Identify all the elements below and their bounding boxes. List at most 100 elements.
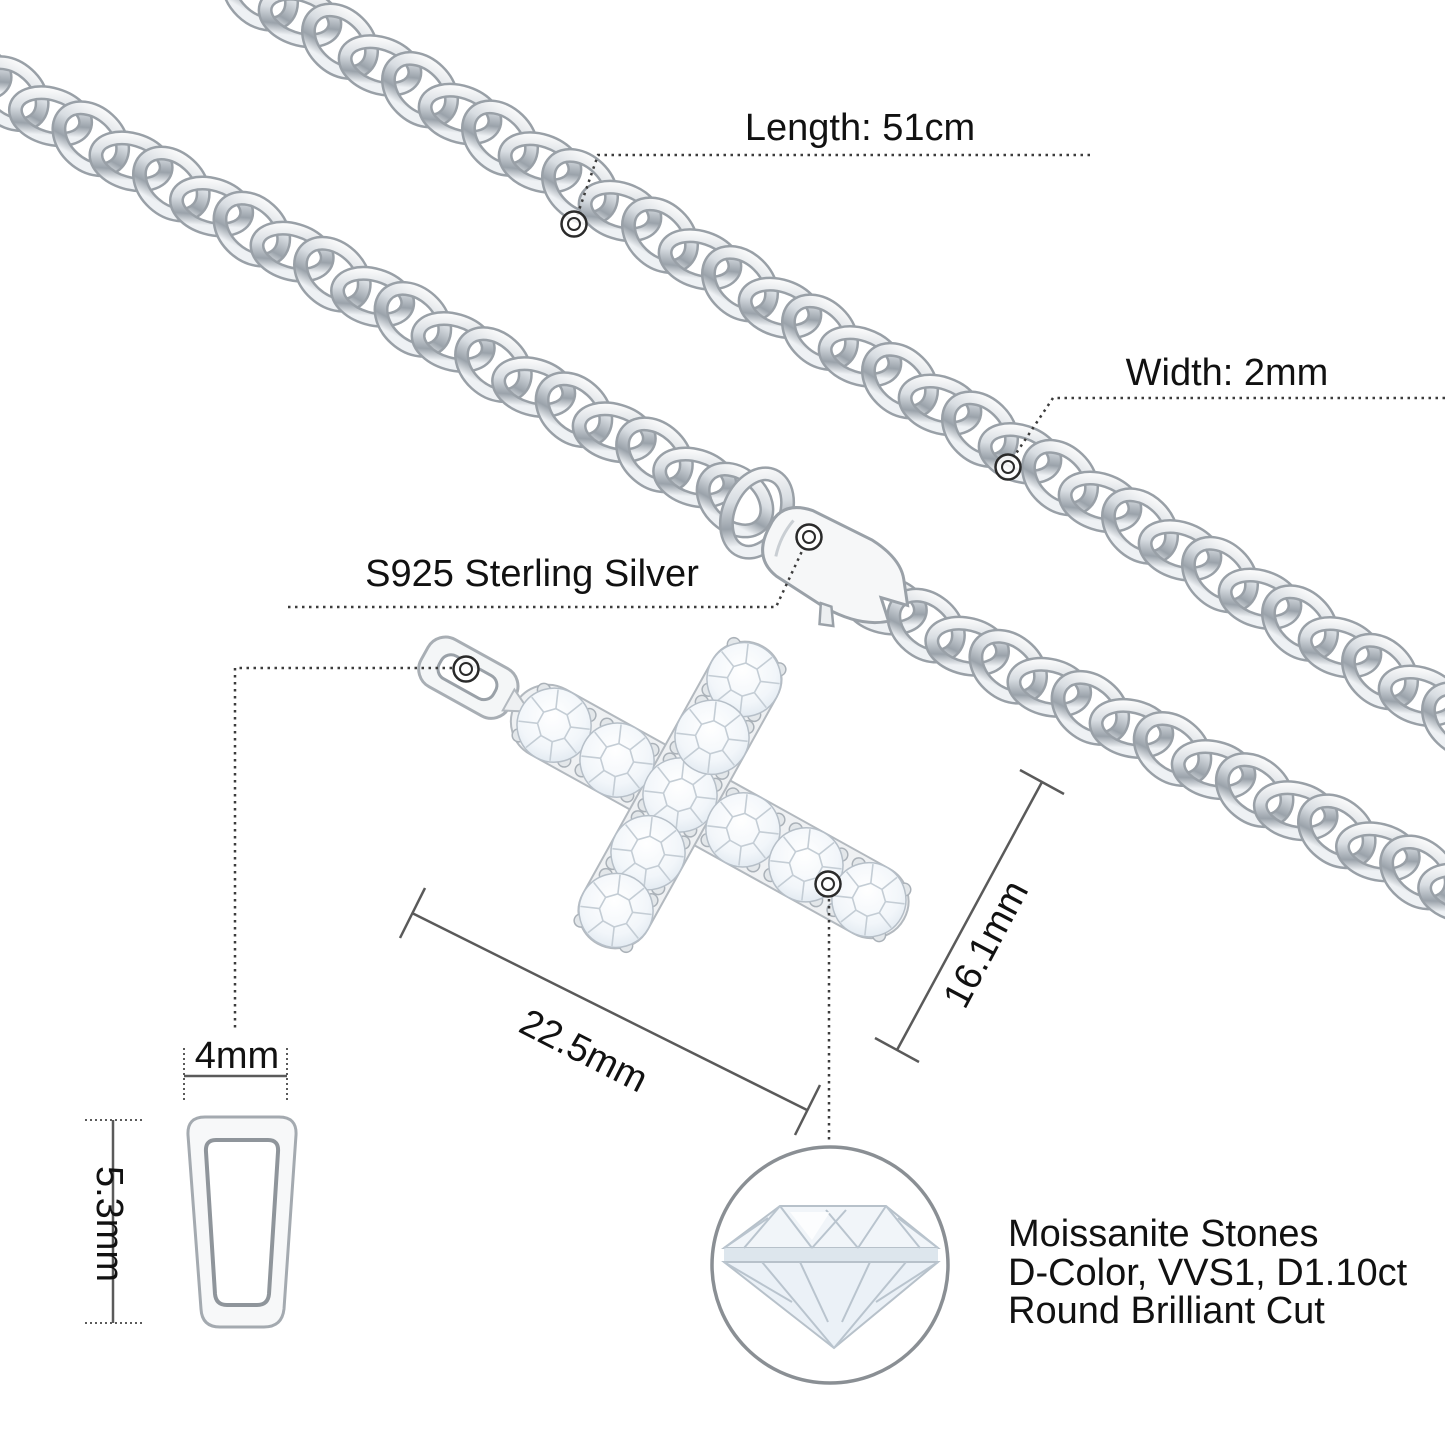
width-leader-line xyxy=(1011,396,1445,459)
chain-link xyxy=(1057,470,1143,534)
detail-marker-stone-marker xyxy=(814,870,842,898)
chain-link xyxy=(0,55,50,133)
chain-link xyxy=(1214,752,1295,829)
chain-link xyxy=(534,371,614,449)
chain-link xyxy=(417,82,503,146)
pendant-stones xyxy=(511,636,912,954)
material-label: S925 Sterling Silver xyxy=(365,553,699,595)
chain-link xyxy=(454,326,533,403)
clasp-trigger xyxy=(818,601,835,628)
chain-link xyxy=(657,228,743,291)
clasp-hinge-line xyxy=(774,519,795,557)
material-leader-line xyxy=(288,548,805,609)
chain-link xyxy=(1334,821,1421,883)
chain-link xyxy=(924,615,1011,677)
dimension-lines xyxy=(85,768,1065,1324)
chain-lower-strand-left xyxy=(0,40,775,539)
chain-link xyxy=(88,130,174,193)
chain-link xyxy=(1020,438,1100,517)
chain-link xyxy=(652,446,738,509)
pendant-height-dim-line xyxy=(895,781,1044,1051)
chain-link xyxy=(51,100,131,178)
bail-width-label: 4mm xyxy=(195,1035,279,1077)
chain-link xyxy=(168,175,255,238)
chain-link xyxy=(179,0,261,1)
chain-link xyxy=(615,416,694,494)
chain-link xyxy=(7,85,94,148)
chain-link xyxy=(1379,834,1445,911)
pendant-stone xyxy=(669,694,755,780)
bail-diagram-hole xyxy=(203,1138,281,1307)
detail-markers xyxy=(452,210,1022,898)
chain-link xyxy=(1050,669,1131,746)
detail-marker-length-marker xyxy=(560,210,588,238)
diamond-facet-lines xyxy=(723,1205,939,1349)
chain-link xyxy=(293,235,372,313)
chain-link xyxy=(491,356,577,419)
chain-link xyxy=(571,401,657,464)
chain-link xyxy=(0,40,13,102)
chain-link xyxy=(1377,664,1445,727)
pendant-height-tick-end xyxy=(874,1036,920,1064)
pendant-height-tick-start xyxy=(1019,768,1065,796)
chain-link xyxy=(257,0,343,49)
pendant-width-label: 22.5mm xyxy=(513,1001,654,1101)
stone-info-line1: Moissanite Stones xyxy=(1008,1213,1319,1255)
diamond-side-view xyxy=(721,1205,941,1350)
chain-link xyxy=(249,220,335,283)
stone-info-text: Moissanite Stones D-Color, VVS1, D1.10ct… xyxy=(1008,1213,1408,1332)
chain-length-label: Length: 51cm xyxy=(745,107,975,149)
chain-link xyxy=(330,265,416,328)
length-leader-line xyxy=(575,153,1090,217)
bail-height-label: 5.3mm xyxy=(88,1166,130,1282)
chain-link xyxy=(1170,739,1257,801)
chain-width-label: Width: 2mm xyxy=(1126,352,1329,394)
chain-link xyxy=(1217,567,1303,631)
chain-link xyxy=(1252,780,1339,842)
pendant-stone xyxy=(574,717,660,803)
pendant-stone xyxy=(511,682,597,768)
chain-link xyxy=(410,311,496,373)
stone-info-line3: Round Brilliant Cut xyxy=(1008,1290,1325,1332)
chain-link xyxy=(1297,616,1383,679)
chain-link xyxy=(1260,584,1340,662)
chain-link xyxy=(1100,487,1180,565)
chain-link xyxy=(337,34,423,97)
chain-link xyxy=(1006,656,1093,718)
stone-info-line2: D-Color, VVS1, D1.10ct xyxy=(1008,1252,1408,1294)
chain-link xyxy=(131,145,211,223)
chain-link xyxy=(1417,862,1445,924)
chain-link xyxy=(897,373,983,437)
chain-link xyxy=(1132,711,1213,787)
chain-link xyxy=(577,179,663,243)
chain-link xyxy=(1340,632,1420,711)
chain-link xyxy=(968,628,1049,705)
chain-link xyxy=(737,276,823,340)
pendant-stone xyxy=(605,810,691,896)
chain-link xyxy=(1296,793,1377,870)
bail-diagram xyxy=(186,1115,298,1329)
detail-marker-bail-marker xyxy=(452,655,480,683)
bail-leader-line xyxy=(233,666,452,1032)
chain-link xyxy=(373,280,453,358)
pendant-height-label: 16.1mm xyxy=(936,874,1038,1015)
chain-link xyxy=(1137,519,1223,582)
chain-link xyxy=(1180,535,1260,614)
stone-detail-callout xyxy=(710,1145,950,1385)
chain-link xyxy=(1088,697,1175,759)
leader-lines xyxy=(233,153,1445,1143)
pendant-width-tick-end xyxy=(793,1084,822,1136)
pendant-stone xyxy=(701,636,787,723)
chain-link xyxy=(1420,681,1445,759)
detail-marker-material-marker xyxy=(795,523,823,551)
pendant-stone xyxy=(573,867,659,954)
chain-link xyxy=(817,325,903,388)
detail-marker-width-marker xyxy=(994,453,1022,481)
chain-link xyxy=(212,190,292,268)
cross-pendant xyxy=(417,635,912,954)
chain-link xyxy=(497,131,583,194)
pendant-width-dim-line xyxy=(411,911,808,1112)
pendant-width-tick-start xyxy=(398,887,427,939)
